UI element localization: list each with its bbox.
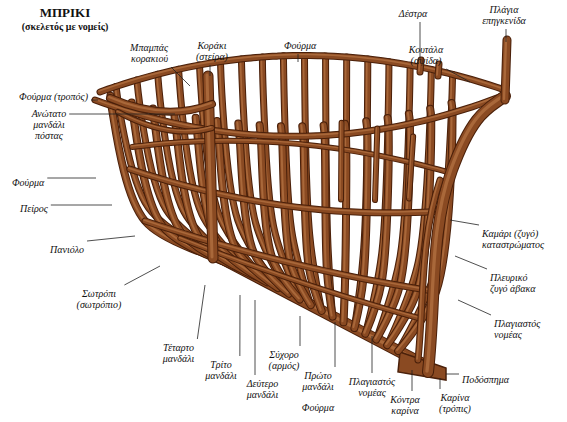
deck-beam: [375, 129, 377, 200]
part-label: Φούρμα: [284, 40, 324, 51]
leader-line: [91, 100, 98, 101]
side-post: [505, 40, 507, 100]
frame-far: [353, 58, 366, 327]
part-label: Φούρμα: [298, 402, 338, 413]
leader-line: [239, 295, 240, 356]
leader-line: [458, 300, 491, 315]
part-label: Φούρμα: [12, 177, 57, 188]
leader-line: [335, 322, 336, 367]
inner-stem: [417, 179, 439, 359]
part-label: Ποδόσπημα: [462, 374, 517, 385]
leader-line: [87, 236, 135, 241]
leader-line: [450, 220, 479, 225]
part-label: Τρίτο μανδάλι: [200, 359, 242, 381]
leader-line: [298, 54, 299, 62]
near-gunwale: [94, 94, 504, 135]
upper-stringer: [129, 168, 443, 212]
leader-line: [506, 29, 507, 42]
transom-rail: [118, 112, 212, 132]
subtitle: (σκελετός με νομείς): [10, 21, 120, 32]
deck-beam: [409, 137, 413, 199]
far-stringer: [131, 140, 443, 170]
part-label: Σωτρόπι (σωτρόπιο): [74, 288, 124, 310]
leader-line: [412, 370, 413, 391]
leader-line: [124, 266, 160, 285]
leader-line: [171, 67, 190, 86]
side-post: [505, 40, 507, 100]
far-stringer: [132, 141, 444, 171]
near-gunwale: [95, 95, 505, 136]
keel-foot: [398, 352, 446, 380]
frame-near: [364, 117, 387, 333]
part-label: Πανιόλο: [50, 244, 95, 255]
frame-far: [354, 59, 367, 328]
deck-beam: [374, 128, 376, 199]
leader-line: [69, 114, 175, 115]
deck-beam: [338, 123, 345, 200]
leader-line: [255, 300, 256, 375]
leader-line: [300, 316, 301, 346]
leader-line: [446, 374, 459, 375]
deck-beam: [408, 136, 412, 198]
transom-top: [110, 98, 212, 112]
transom-rail: [118, 112, 212, 132]
part-label: Καρίνα (τρόπις): [432, 392, 478, 414]
part-label: Κόντρα καρίνα: [384, 394, 426, 416]
deck-beam: [375, 129, 377, 200]
part-label: Δεύτερο μανδάλι: [240, 378, 285, 400]
leader-line: [197, 285, 205, 339]
diagram-title: ΜΠΡΙΚΙ: [20, 5, 110, 20]
deck-beam: [339, 122, 341, 199]
part-label: Πλαγιαστός νομέας: [494, 318, 550, 340]
leader-line: [446, 69, 470, 82]
side-post: [504, 39, 506, 99]
leader-line: [455, 256, 487, 269]
part-label: Κουτάλα (αψίδα): [404, 44, 448, 66]
upper-stringer: [130, 169, 444, 213]
leader-line: [47, 178, 96, 179]
near-gunwale: [95, 95, 505, 136]
frame-far: [354, 59, 367, 328]
part-label: Πρώτο μανδάλι: [296, 370, 340, 392]
part-label: Πείρος: [20, 203, 60, 214]
inner-stem: [418, 180, 440, 360]
deck-beam: [409, 137, 413, 199]
part-label: Καμάρι (ζυγό) καταστρώματος: [482, 228, 557, 250]
leader-line: [440, 378, 441, 389]
part-label: Πλάγια επηγκενίδα: [468, 4, 540, 26]
part-label: Κοράκι (στείρα): [190, 40, 234, 62]
transom-top: [109, 97, 211, 111]
part-label: Σύχορο (αρμός): [262, 349, 306, 371]
part-label: Τέταρτο μανδάλι: [156, 342, 201, 364]
part-label: Ανώτατο μανδάλι πόστας: [20, 108, 78, 141]
leader-line: [51, 205, 112, 206]
inner-stem: [418, 180, 440, 360]
part-label: Δέστρα: [393, 8, 433, 19]
deck-beam: [339, 123, 344, 200]
leader-line: [210, 65, 211, 76]
part-label: Φούρμα (τροπός): [8, 91, 88, 102]
leader-line: [372, 336, 373, 373]
part-label: Πλευρικό ζυγό άβακα: [490, 272, 545, 294]
upper-stringer: [130, 169, 444, 213]
far-stringer: [132, 141, 444, 171]
transom-top: [110, 98, 212, 112]
part-label: Μπαμπάς κορακιού: [118, 42, 168, 64]
